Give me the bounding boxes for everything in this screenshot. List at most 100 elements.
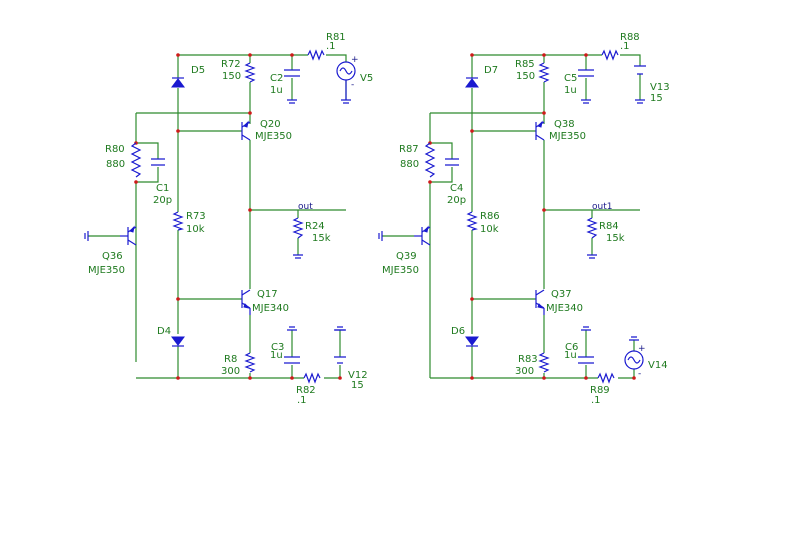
resistor-r85 (538, 62, 550, 83)
value-r87: 880 (400, 159, 419, 170)
label-v14: V14 (648, 360, 668, 371)
ground-v5 (341, 80, 351, 104)
ac-source-v5: + - (336, 55, 359, 90)
left-capacitors (151, 69, 300, 364)
right-labels: R88 .1 D7 R85 150 C5 1u V13 15 Q38 MJE35… (382, 32, 670, 406)
label-q20: Q20 (260, 119, 281, 130)
ground-v13 (635, 99, 645, 104)
resistor-r89 (597, 372, 615, 384)
resistor-r72 (244, 62, 256, 83)
ground-c2 (287, 99, 297, 104)
label-q17: Q17 (257, 289, 278, 300)
diode-d4 (171, 336, 185, 346)
ground-r84 (587, 254, 597, 259)
svg-text:-: - (638, 369, 641, 379)
resistor-r84 (586, 217, 598, 239)
label-c5: C5 (564, 73, 577, 84)
right-grounds (378, 99, 645, 341)
ac-source-v14: + - (624, 344, 646, 379)
label-q37: Q37 (551, 289, 572, 300)
value-r89: .1 (591, 395, 601, 406)
value-r80: 880 (106, 159, 125, 170)
label-r72: R72 (221, 59, 241, 70)
label-c3: C3 (271, 342, 284, 353)
left-wires (88, 54, 347, 379)
label-r84: R84 (599, 221, 619, 232)
svg-text:+: + (351, 55, 359, 65)
value-c4: 20p (447, 195, 466, 206)
label-r73: R73 (186, 211, 206, 222)
label-c2: C2 (270, 73, 283, 84)
net-label-out: out (298, 202, 313, 212)
label-v5: V5 (360, 73, 373, 84)
value-q20: MJE350 (255, 131, 292, 142)
left-nodes (134, 53, 342, 380)
value-r88: .1 (620, 41, 630, 52)
label-q38: Q38 (554, 119, 575, 130)
value-c2: 1u (270, 85, 283, 96)
right-resistors (424, 49, 619, 384)
value-r82: .1 (297, 395, 307, 406)
left-grounds (84, 80, 351, 331)
net-label-out1: out1 (592, 202, 612, 212)
capacitor-c3 (284, 356, 300, 364)
label-r8: R8 (224, 354, 237, 365)
transistor-q39 (414, 225, 431, 246)
value-r83: 300 (515, 366, 534, 377)
value-q17: MJE340 (252, 303, 289, 314)
svg-text:-: - (351, 80, 354, 90)
left-resistors (130, 49, 325, 384)
capacitor-c1 (151, 158, 165, 166)
value-c1: 20p (153, 195, 172, 206)
resistor-r24 (292, 217, 304, 239)
ground-r24 (293, 254, 303, 259)
label-r88: R88 (620, 32, 640, 43)
resistor-r8 (244, 352, 256, 373)
left-labels: R81 .1 D5 R72 150 C2 1u V5 Q20 MJE350 R8… (88, 32, 373, 406)
resistor-r87 (424, 142, 436, 178)
capacitor-c2 (284, 69, 300, 77)
capacitor-c4 (445, 158, 459, 166)
label-q36: Q36 (102, 251, 123, 262)
transistor-q20 (241, 120, 251, 141)
value-r72: 150 (222, 71, 241, 82)
value-v12: 15 (351, 380, 364, 391)
value-r86: 10k (480, 224, 499, 235)
label-d6: D6 (451, 326, 465, 337)
value-r84: 15k (606, 233, 625, 244)
label-v12: V12 (348, 370, 368, 381)
capacitor-c5 (578, 69, 594, 77)
label-d7: D7 (484, 65, 498, 76)
resistor-r80 (130, 142, 142, 178)
value-r8: 300 (221, 366, 240, 377)
label-r85: R85 (515, 59, 535, 70)
label-c6: C6 (565, 342, 578, 353)
resistor-r86 (466, 211, 479, 231)
ground-c5 (581, 99, 591, 104)
ground-q39 (378, 231, 383, 241)
value-r81: .1 (326, 41, 336, 52)
label-c4: C4 (450, 183, 463, 194)
value-c5: 1u (564, 85, 577, 96)
resistor-r88 (601, 49, 619, 61)
value-q38: MJE350 (549, 131, 586, 142)
value-q36: MJE350 (88, 265, 125, 276)
resistor-r83 (538, 352, 550, 373)
value-r24: 15k (312, 233, 331, 244)
value-v13: 15 (650, 93, 663, 104)
transistor-q36 (120, 225, 137, 246)
value-q39: MJE350 (382, 265, 419, 276)
value-r85: 150 (516, 71, 535, 82)
ground-c6 (581, 326, 591, 331)
label-d4: D4 (157, 326, 171, 337)
label-r81: R81 (326, 32, 346, 43)
value-c6: 1u (564, 350, 577, 361)
resistor-r73 (172, 211, 185, 231)
label-q39: Q39 (396, 251, 417, 262)
label-r83: R83 (518, 354, 538, 365)
right-wires (382, 54, 641, 379)
transistor-q37 (535, 289, 545, 315)
label-r24: R24 (305, 221, 325, 232)
